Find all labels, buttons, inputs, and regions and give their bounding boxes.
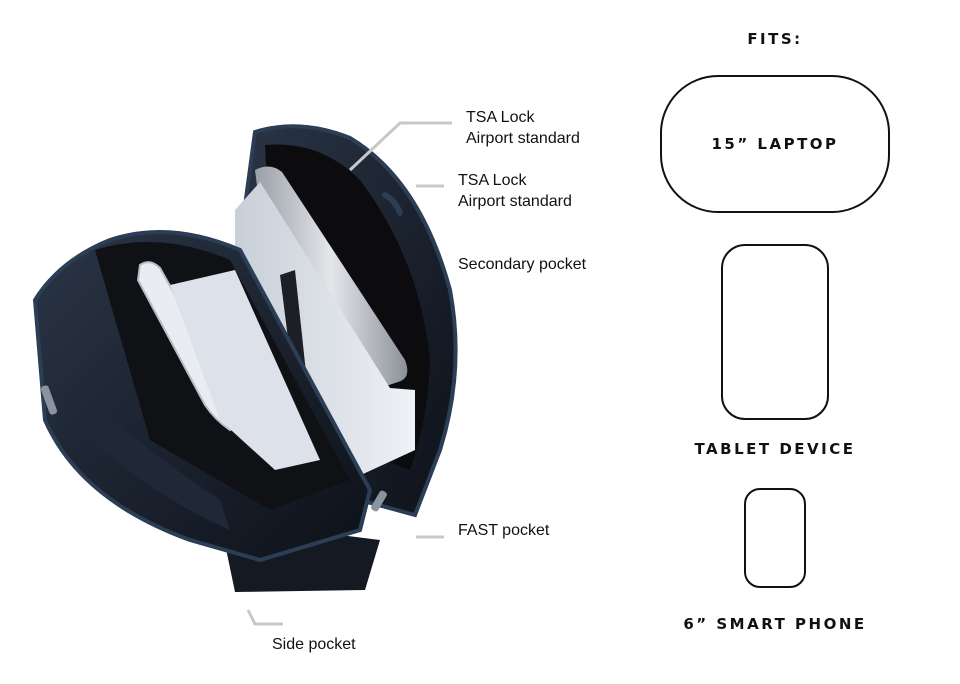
tablet-label: TABLET DEVICE (694, 440, 856, 458)
callout-side-pocket: Side pocket (272, 636, 356, 653)
callout-tsa-lock-1-subtitle: Airport standard (466, 130, 580, 147)
callout-fast-pocket: FAST pocket (458, 522, 550, 539)
laptop-outline: 15” LAPTOP (660, 75, 890, 213)
phone-label: 6” SMART PHONE (683, 615, 867, 633)
callout-tsa-lock-1: TSA Lock Airport standard (466, 107, 580, 149)
callout-tsa-lock-2-subtitle: Airport standard (458, 193, 572, 210)
callout-tsa-lock-1-title: TSA Lock (466, 109, 535, 126)
callout-secondary-pocket: Secondary pocket (458, 256, 587, 273)
backpack-illustration (32, 124, 458, 592)
laptop-label: 15” LAPTOP (711, 135, 839, 153)
callout-tsa-lock-2: TSA Lock Airport standard (458, 170, 572, 212)
tablet-outline (721, 244, 829, 420)
callout-tsa-lock-2-title: TSA Lock (458, 172, 527, 189)
fits-heading: FITS: (747, 30, 803, 48)
phone-outline (744, 488, 806, 588)
